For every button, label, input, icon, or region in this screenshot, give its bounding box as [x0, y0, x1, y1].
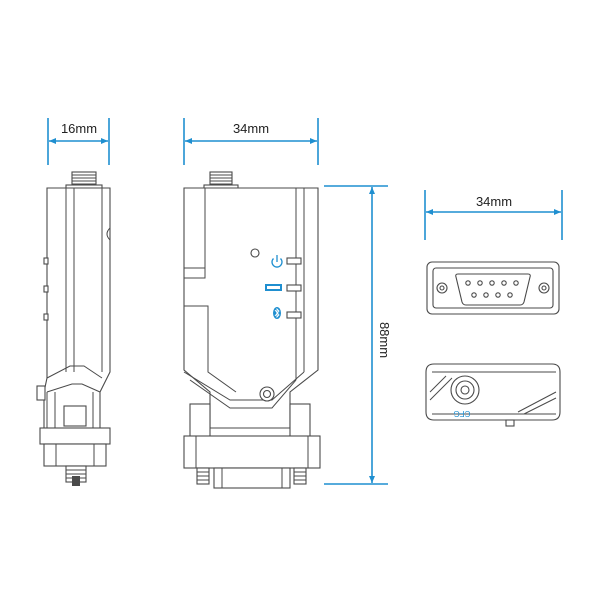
rx-tx-icon	[265, 284, 282, 291]
cfg-label: CFG	[454, 409, 471, 418]
dimension-front-height: 88mm	[324, 185, 392, 485]
bottom-view-antenna: CFG	[425, 363, 561, 427]
db9-pins	[465, 280, 519, 298]
side-width-label: 16mm	[61, 121, 97, 136]
top-view-connector	[426, 261, 560, 315]
power-icon	[271, 255, 283, 268]
bluetooth-icon	[273, 307, 281, 319]
top-width-label: 34mm	[476, 194, 512, 209]
dimension-front-width: 34mm	[183, 118, 319, 165]
dimension-side-width: 16mm	[47, 118, 110, 165]
front-width-label: 34mm	[233, 121, 269, 136]
front-height-label: 88mm	[377, 322, 392, 358]
side-view	[36, 171, 111, 486]
dimension-top-width: 34mm	[424, 190, 563, 240]
front-view	[183, 171, 321, 489]
